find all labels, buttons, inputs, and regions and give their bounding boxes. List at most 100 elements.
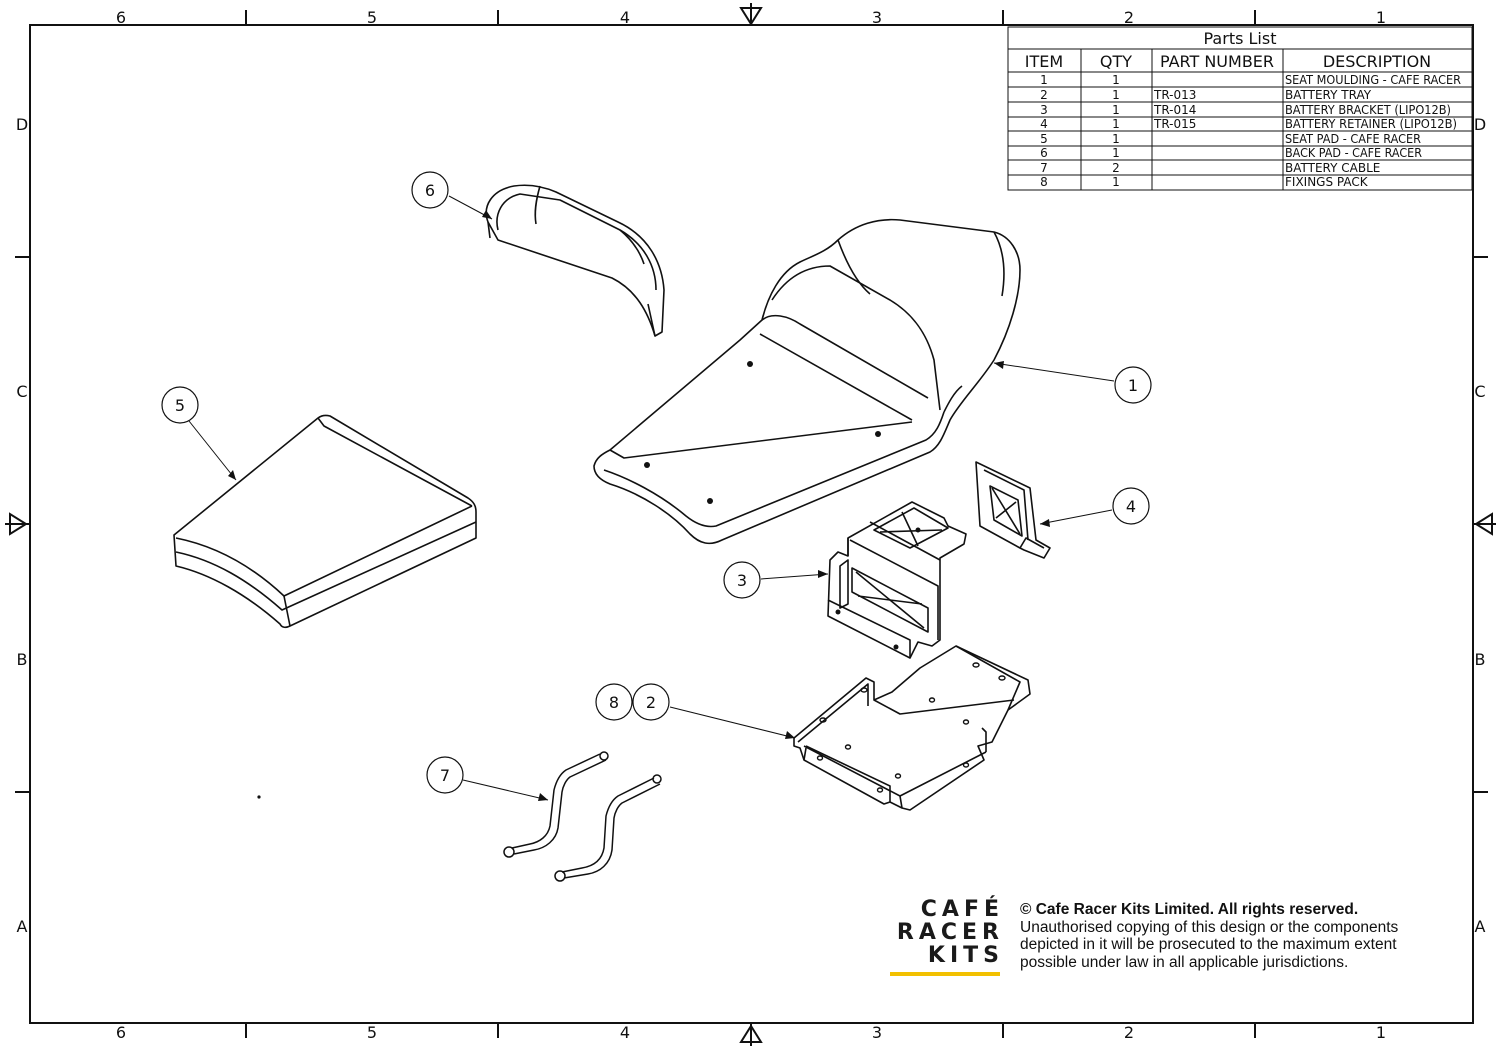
arrowhead-5	[228, 470, 236, 480]
part-back-pad	[485, 184, 665, 337]
row-5-item: 5	[1040, 132, 1048, 146]
row-1-description: SEAT MOULDING - CAFE RACER	[1285, 73, 1461, 87]
row-4-description: BATTERY RETAINER (LIPO12B)	[1285, 117, 1457, 131]
copyright-line-2: Unauthorised copying of this design or t…	[1020, 918, 1399, 936]
row-8-qty: 1	[1112, 175, 1120, 189]
part-battery-retainer	[975, 461, 1051, 559]
copyright-line-4: possible under law in all applicable jur…	[1020, 953, 1349, 971]
tray-holes	[816, 662, 1006, 793]
part-battery-bracket	[827, 501, 967, 659]
row-3-part-number: TR-014	[1153, 103, 1196, 117]
zone-bottom-1: 1	[1376, 1023, 1386, 1042]
part-battery-tray	[793, 645, 1031, 811]
copyright-line-3: depicted in it will be prosecuted to the…	[1020, 936, 1397, 953]
callout-3: 3	[737, 571, 747, 590]
balloon-2-shape	[632, 683, 670, 721]
zone-left-b: B	[17, 650, 28, 669]
balloon-1-shape	[1114, 366, 1152, 404]
zone-bottom-4: 4	[620, 1023, 630, 1042]
leader-5	[188, 420, 237, 481]
balloon-6-shape	[411, 171, 449, 209]
stray-dot	[257, 795, 261, 799]
logo-line-racer: RACER	[896, 920, 1004, 945]
zone-top-4: 4	[620, 8, 630, 27]
arrowhead-4	[1040, 519, 1050, 527]
zone-labels-left: D C B A	[16, 115, 28, 936]
part-battery-cable-b	[554, 774, 662, 882]
zone-bottom-6: 6	[116, 1023, 126, 1042]
arrowhead-3	[818, 570, 828, 578]
arrowhead-6	[482, 210, 492, 219]
row-5-qty: 1	[1112, 132, 1120, 146]
row-2-item: 2	[1040, 88, 1048, 102]
row-6-description: BACK PAD - CAFE RACER	[1285, 146, 1422, 160]
zone-top-6: 6	[116, 8, 126, 27]
row-1-qty: 1	[1112, 73, 1120, 87]
zone-left-c: C	[16, 382, 27, 401]
row-2-description: BATTERY TRAY	[1285, 88, 1372, 102]
part-battery-cable-a	[503, 751, 609, 858]
row-4-qty: 1	[1112, 117, 1120, 131]
leader-7	[462, 779, 549, 801]
zone-bottom-2: 2	[1124, 1023, 1134, 1042]
callout-4: 4	[1126, 497, 1136, 516]
callout-2: 2	[646, 693, 656, 712]
logo-accent-bar	[890, 972, 1000, 976]
callout-1: 1	[1128, 376, 1138, 395]
row-7-description: BATTERY CABLE	[1285, 161, 1380, 175]
bracket-holes	[835, 527, 921, 650]
copyright-line-1: © Cafe Racer Kits Limited. All rights re…	[1020, 901, 1359, 918]
parts-list-frame	[1007, 26, 1473, 191]
row-2-part-number: TR-013	[1153, 88, 1196, 102]
zone-bottom-5: 5	[367, 1023, 377, 1042]
callout-8: 8	[609, 693, 619, 712]
zone-left-a: A	[17, 917, 28, 936]
zone-labels-top: 6 5 4 3 2 1	[116, 8, 1386, 27]
balloon-7-shape	[426, 756, 464, 794]
center-marks	[5, 3, 1496, 1046]
zone-left-d: D	[16, 115, 28, 134]
arrowhead-7	[538, 793, 548, 801]
header-description: DESCRIPTION	[1323, 52, 1431, 71]
row-6-qty: 1	[1112, 146, 1120, 160]
leader-3	[760, 573, 829, 580]
copyright-notice: © Cafe Racer Kits Limited. All rights re…	[1020, 901, 1460, 971]
leader-1	[993, 362, 1115, 382]
callout-5: 5	[175, 396, 185, 415]
row-5-description: SEAT PAD - CAFE RACER	[1285, 132, 1421, 146]
row-2-qty: 1	[1112, 88, 1120, 102]
row-8-item: 8	[1040, 175, 1048, 189]
row-1-item: 1	[1040, 73, 1048, 87]
arrowhead-1	[994, 361, 1004, 369]
cafe-racer-kits-logo: CAFÉ RACER KITS	[884, 898, 1004, 982]
part-seat-pad	[173, 414, 477, 629]
row-4-item: 4	[1040, 117, 1048, 131]
seat-moulding-holes	[644, 361, 881, 504]
row-7-item: 7	[1040, 161, 1048, 175]
zone-top-1: 1	[1376, 8, 1386, 27]
callout-6: 6	[425, 181, 435, 200]
row-7-qty: 2	[1112, 161, 1120, 175]
leader-4	[1039, 509, 1113, 525]
zone-right-a: A	[1475, 917, 1486, 936]
balloon-4-shape	[1112, 487, 1150, 525]
row-6-item: 6	[1040, 146, 1048, 160]
zone-bottom-3: 3	[872, 1023, 882, 1042]
zone-right-c: C	[1474, 382, 1485, 401]
zone-ticks	[15, 10, 1488, 1038]
row-3-item: 3	[1040, 103, 1048, 117]
callout-balloons	[161, 171, 1152, 794]
header-qty: QTY	[1100, 52, 1132, 71]
balloon-8-shape	[595, 683, 633, 721]
balloon-3-shape	[723, 561, 761, 599]
parts-list-table: Parts List ITEM QTY PART NUMBER DESCRIPT…	[1007, 26, 1473, 191]
zone-top-2: 2	[1124, 8, 1134, 27]
parts-list-title: Parts List	[1204, 29, 1277, 48]
zone-right-b: B	[1475, 650, 1486, 669]
balloon-5-shape	[161, 386, 199, 424]
callout-7: 7	[440, 766, 450, 785]
row-3-qty: 1	[1112, 103, 1120, 117]
zone-labels-bottom: 6 5 4 3 2 1	[116, 1023, 1386, 1042]
leader-2	[669, 706, 796, 739]
